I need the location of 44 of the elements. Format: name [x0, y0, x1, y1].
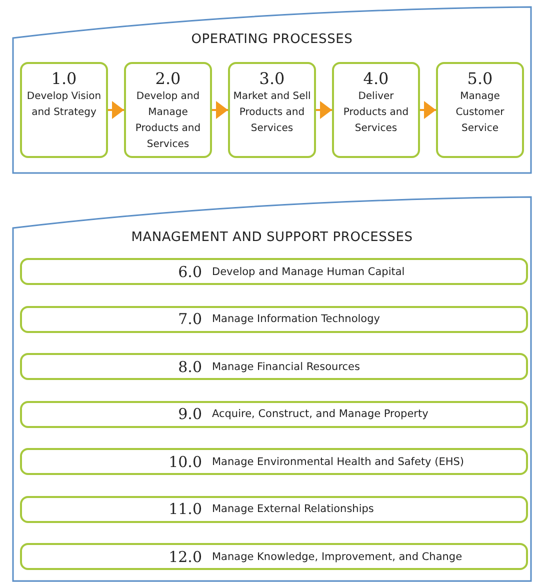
process-number: 8.0 — [177, 358, 203, 376]
process-box — [20, 400, 528, 428]
process-name: Deliver Products and Services — [342, 90, 410, 136]
panel-title: MANAGEMENT AND SUPPORT PROCESSES — [130, 230, 414, 245]
process-name: Manage Environmental Health and Safety (EHS) — [212, 456, 464, 468]
arrow — [108, 101, 124, 119]
arrow — [212, 101, 228, 119]
process-name: Manage Financial Resources — [212, 360, 360, 372]
process-box — [20, 543, 528, 570]
process-name: Develop Vision and Strategy — [26, 90, 102, 120]
process-box — [20, 496, 528, 522]
process-number: 2.0 — [155, 70, 181, 88]
process-number: 11.0 — [168, 500, 203, 518]
process-name: Develop and Manage Human Capital — [212, 266, 405, 278]
process-box — [20, 258, 528, 285]
process-name: Manage Information Technology — [212, 313, 380, 325]
process-number: 3.0 — [259, 70, 285, 88]
process-number: 7.0 — [177, 310, 203, 328]
process-name: Market and Sell Products and Services — [232, 90, 312, 136]
process-box — [20, 448, 528, 475]
process-number: 1.0 — [51, 70, 77, 88]
process-name: Manage Customer Service — [454, 90, 506, 136]
process-box — [20, 62, 108, 158]
process-name: Manage Knowledge, Improvement, and Change — [212, 550, 462, 562]
process-number: 5.0 — [467, 70, 493, 88]
process-number: 9.0 — [177, 405, 203, 423]
process-name: Manage External Relationships — [212, 503, 374, 515]
process-number: 10.0 — [168, 452, 203, 470]
process-group-panel — [12, 6, 532, 174]
process-number: 4.0 — [363, 70, 389, 88]
arrow — [420, 101, 436, 119]
process-box — [124, 62, 212, 158]
process-name: Acquire, Construct, and Manage Property — [212, 408, 428, 420]
process-box — [20, 306, 528, 332]
process-box — [20, 353, 528, 380]
process-group-panel — [12, 196, 532, 582]
process-name: Develop and Manage Products and Services — [134, 90, 202, 152]
process-box — [436, 62, 524, 158]
arrow — [316, 101, 332, 119]
process-number: 12.0 — [168, 548, 203, 566]
process-number: 6.0 — [177, 262, 203, 280]
process-box — [228, 62, 316, 158]
panel-title: OPERATING PROCESSES — [190, 32, 354, 47]
process-box — [332, 62, 420, 158]
